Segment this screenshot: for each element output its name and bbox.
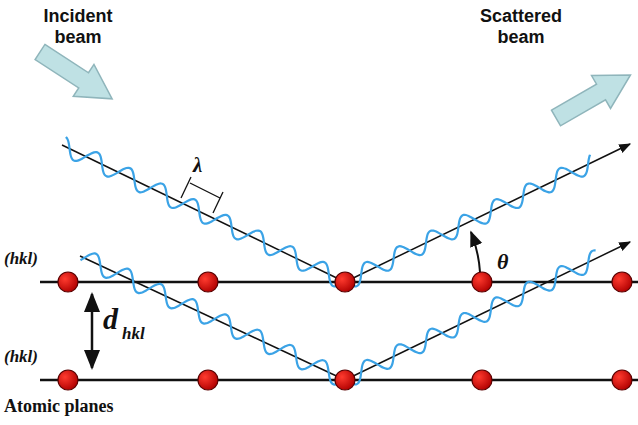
incident-arrow <box>30 36 123 115</box>
angle-symbol: θ <box>497 250 508 274</box>
wave <box>345 250 596 384</box>
scattered-arrow <box>547 59 638 135</box>
spacing-arrow <box>91 294 94 368</box>
wave <box>80 253 344 384</box>
atom <box>612 370 632 390</box>
beam-label: Scattered beam <box>462 6 580 47</box>
spacing-symbol: d <box>103 302 118 335</box>
wavelength-tick <box>181 177 191 198</box>
spacing-subscript: hkl <box>122 325 145 344</box>
atom <box>612 272 632 292</box>
plane-index: (hkl) <box>4 348 38 367</box>
atom <box>335 272 355 292</box>
beam-label: Incident beam <box>22 6 134 47</box>
atom <box>335 370 355 390</box>
atom <box>472 272 492 292</box>
wave-group <box>66 137 596 385</box>
atom <box>58 272 78 292</box>
wave <box>345 155 590 287</box>
caption-label: Atomic planes <box>4 397 114 417</box>
atom <box>472 370 492 390</box>
wavelength-bracket <box>190 183 220 198</box>
atom <box>58 370 78 390</box>
incident-ray <box>80 256 345 380</box>
wavelength-symbol: λ <box>193 154 202 177</box>
plane-index: (hkl) <box>4 250 38 269</box>
atom <box>198 370 218 390</box>
wave <box>66 137 344 286</box>
atoms <box>58 272 632 390</box>
atom <box>198 272 218 292</box>
incident-ray <box>62 145 345 282</box>
angle-arc <box>471 232 480 272</box>
